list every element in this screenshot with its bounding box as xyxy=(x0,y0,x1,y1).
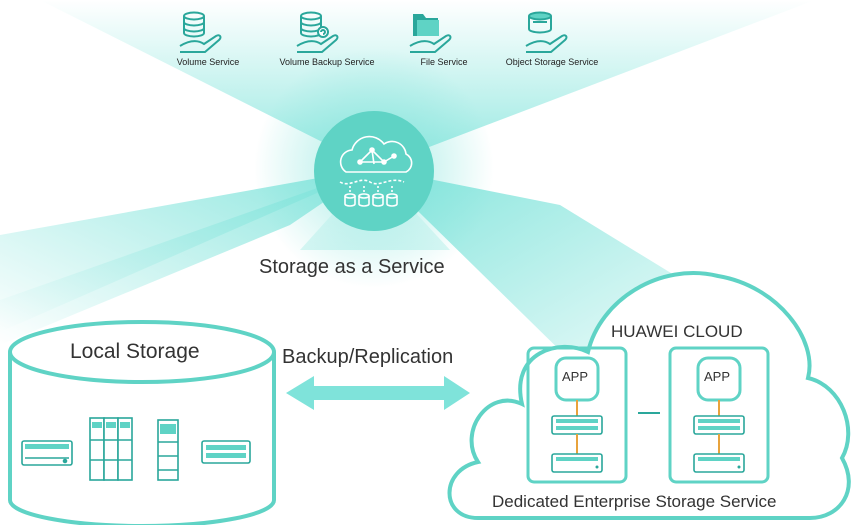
backup-replication-label: Backup/Replication xyxy=(282,346,454,368)
local-storage-title: Local Storage xyxy=(70,340,200,363)
server-1-icon xyxy=(21,440,73,466)
object-storage-service-icon xyxy=(525,11,568,53)
tower-server-icon xyxy=(157,419,179,481)
hub-label: Storage as a Service xyxy=(259,256,445,278)
cloud-panel-right xyxy=(668,346,770,484)
cloud-caption: Dedicated Enterprise Storage Service xyxy=(492,492,777,511)
cloud-outline xyxy=(447,271,851,520)
service-label-object-storage: Object Storage Service xyxy=(505,57,599,67)
service-label-volume-backup: Volume Backup Service xyxy=(279,57,375,67)
storage-hub xyxy=(314,111,434,231)
service-label-file: File Service xyxy=(420,57,468,67)
disk-array-icon xyxy=(201,440,251,464)
service-icons xyxy=(179,11,568,53)
cloud-storage-hub-icon xyxy=(339,135,413,207)
local-storage-cylinder xyxy=(8,320,276,525)
service-label-volume: Volume Service xyxy=(176,57,240,67)
huawei-cloud-title: HUAWEI CLOUD xyxy=(611,322,743,341)
rack-cabinets-icon xyxy=(89,417,133,481)
huawei-cloud xyxy=(447,271,851,520)
app-label-right: APP xyxy=(704,369,731,384)
cloud-panel-left xyxy=(526,346,628,484)
replication-arrow xyxy=(286,376,470,410)
file-service-icon xyxy=(409,14,452,53)
local-server-icons xyxy=(21,417,251,481)
app-label-left: APP xyxy=(562,369,589,384)
volume-service-icon xyxy=(179,11,222,53)
volume-backup-service-icon xyxy=(296,11,339,53)
